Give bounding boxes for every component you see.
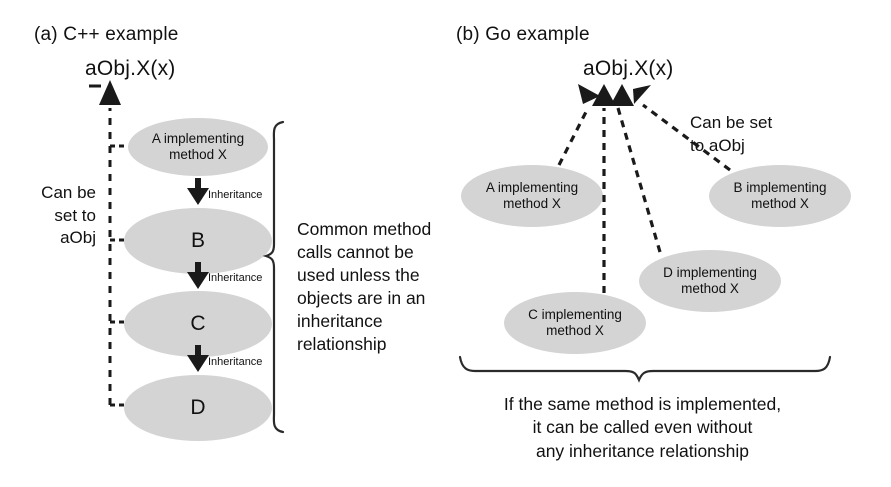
node-label: D bbox=[190, 395, 206, 419]
node-label: C implementing method X bbox=[528, 307, 622, 338]
node-a-a: A implementing method X bbox=[128, 118, 268, 176]
panel-a-brace bbox=[262, 120, 285, 434]
node-label: A implementing method X bbox=[151, 131, 245, 162]
inheritance-label-ab: Inheritance bbox=[208, 189, 263, 201]
node-b-d: D implementing method X bbox=[639, 250, 781, 312]
panel-b-title: (b) Go example bbox=[456, 24, 590, 45]
node-label: C bbox=[190, 311, 206, 335]
node-b-c: C implementing method X bbox=[504, 292, 646, 354]
node-label: D implementing method X bbox=[663, 265, 757, 296]
panel-a-brace-note: Common method calls cannot be used unles… bbox=[297, 219, 432, 355]
panel-b-side-note: Can be set to aObj bbox=[690, 113, 773, 155]
panel-b-call-expression: aObj.X(x) bbox=[583, 57, 674, 80]
panel-a-title: (a) C++ example bbox=[34, 24, 179, 45]
node-a-c: C bbox=[124, 291, 272, 357]
node-a-b: B bbox=[124, 208, 272, 274]
panel-b-brace bbox=[458, 355, 832, 383]
inheritance-label-bc: Inheritance bbox=[208, 272, 263, 284]
panel-a-call-expression: aObj.X(x) bbox=[85, 57, 176, 80]
node-b-a: A implementing method X bbox=[461, 165, 603, 227]
inheritance-arrow-a-to-b bbox=[187, 178, 209, 205]
panel-b-arrowheads bbox=[578, 84, 651, 106]
node-label: A implementing method X bbox=[485, 180, 579, 211]
node-label: B bbox=[190, 228, 205, 252]
inheritance-label-cd: Inheritance bbox=[208, 356, 263, 368]
node-a-d: D bbox=[124, 375, 272, 441]
node-label: B implementing method X bbox=[733, 180, 827, 211]
panel-b-bottom-note: If the same method is implemented, it ca… bbox=[503, 394, 782, 461]
node-b-b: B implementing method X bbox=[709, 165, 851, 227]
panel-a-left-note: Can be set to aObj bbox=[41, 183, 96, 248]
